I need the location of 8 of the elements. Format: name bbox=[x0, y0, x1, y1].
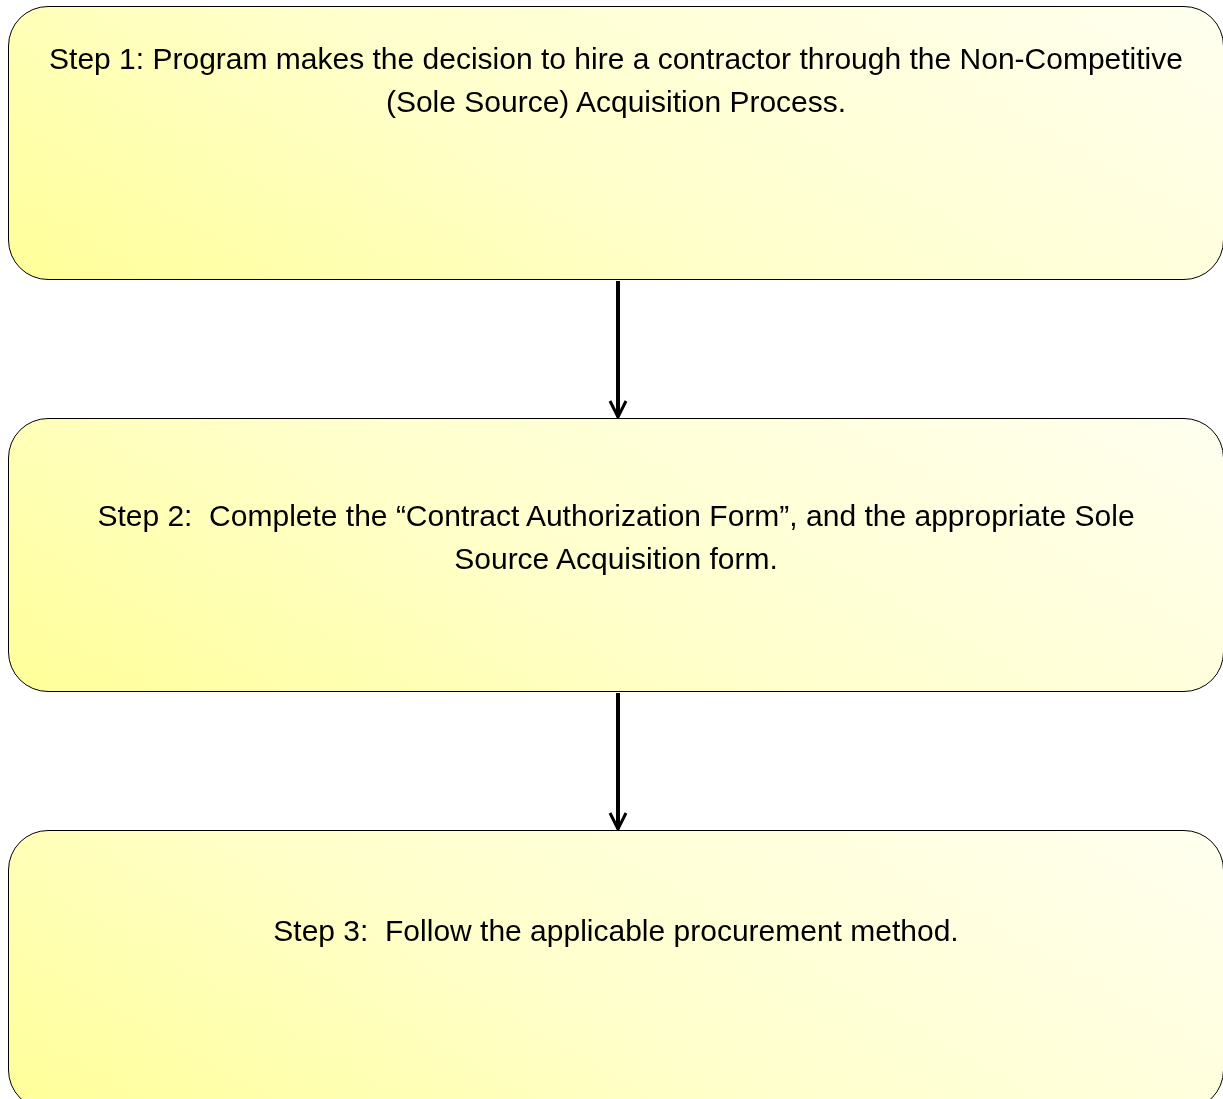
process-box bbox=[8, 6, 1223, 280]
arrow bbox=[608, 281, 628, 419]
process-box bbox=[8, 830, 1223, 1099]
step-text: Step 3: Follow the applicable procurement method. bbox=[272, 913, 960, 949]
process-box bbox=[8, 418, 1223, 692]
step-text: Step 2: Complete the “Contract Authorization Form”, and the appropriate Sole Source Acquisition form. bbox=[96, 498, 1136, 577]
arrow bbox=[608, 693, 628, 831]
step-text: Step 1: Program makes the decision to hire a contractor through the Non-Competitive (Sole Source) Acquisition Process. bbox=[49, 41, 1183, 120]
